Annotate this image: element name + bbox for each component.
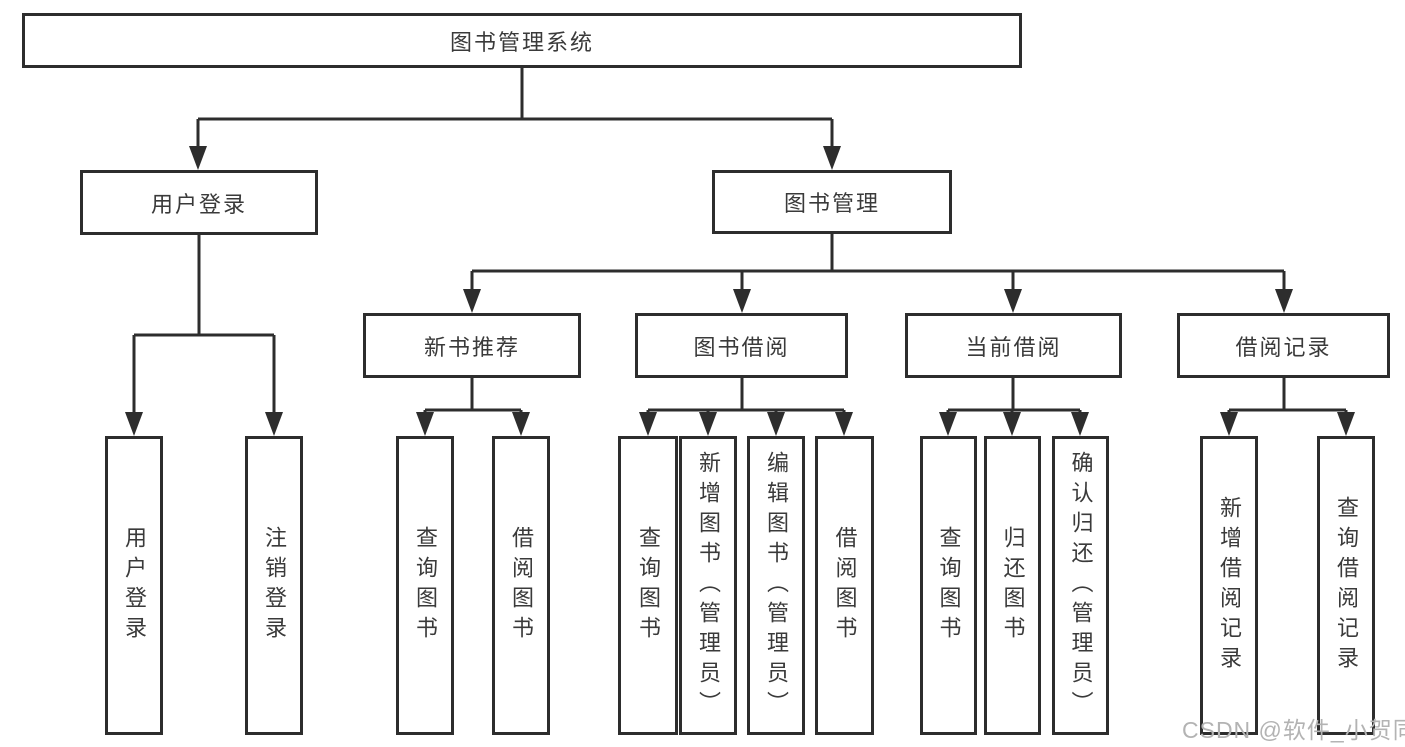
leaf-user-login: 用户登录	[105, 436, 163, 735]
node-label: 新书推荐	[423, 334, 520, 360]
leaf-edit-books-admin: 编辑图书（管理员）	[747, 436, 805, 735]
node-borrow-records: 借阅记录	[1177, 313, 1390, 378]
leaf-label: 借阅图书	[832, 525, 858, 646]
leaf-borrow-books: 借阅图书	[815, 436, 874, 735]
leaf-label: 借阅图书	[509, 525, 534, 646]
leaf-query-books: 查询图书	[396, 436, 454, 735]
node-label: 图书管理	[783, 191, 880, 216]
node-book-borrow: 图书借阅	[635, 313, 848, 378]
leaf-logout: 注销登录	[245, 436, 303, 735]
node-label: 图书借阅	[693, 334, 790, 360]
leaf-add-books-admin: 新增图书（管理员）	[679, 436, 737, 735]
leaf-borrow-books: 借阅图书	[492, 436, 550, 735]
leaf-label: 编辑图书（管理员）	[764, 450, 789, 721]
leaf-label: 查询图书	[413, 525, 438, 646]
node-current-borrow: 当前借阅	[905, 313, 1122, 378]
arrowheads	[125, 146, 1355, 436]
leaf-label: 新增图书（管理员）	[696, 450, 721, 721]
leaf-label: 用户登录	[122, 525, 147, 646]
leaf-label: 归还图书	[1000, 525, 1026, 646]
node-root-system: 图书管理系统	[22, 13, 1022, 68]
leaf-label: 新增借阅记录	[1217, 495, 1242, 676]
node-label: 借阅记录	[1235, 334, 1332, 360]
leaf-label: 查询图书	[636, 525, 661, 646]
node-book-management: 图书管理	[712, 170, 952, 234]
leaf-return-books: 归还图书	[984, 436, 1041, 735]
node-user-login: 用户登录	[80, 170, 318, 235]
leaf-query-books: 查询图书	[920, 436, 977, 735]
leaf-query-borrow-record: 查询借阅记录	[1317, 436, 1375, 735]
leaf-confirm-return-admin: 确认归还（管理员）	[1052, 436, 1109, 735]
csdn-watermark: CSDN @软件_小贺同学	[1182, 717, 1405, 743]
node-label: 用户登录	[150, 191, 247, 217]
leaf-label: 查询借阅记录	[1334, 495, 1359, 676]
leaf-label: 确认归还（管理员）	[1068, 450, 1094, 721]
leaf-add-borrow-record: 新增借阅记录	[1200, 436, 1258, 735]
leaf-label: 注销登录	[262, 525, 287, 646]
node-new-book-recommend: 新书推荐	[363, 313, 581, 378]
leaf-label: 查询图书	[936, 525, 962, 646]
leaf-query-books: 查询图书	[618, 436, 678, 735]
node-label: 当前借阅	[965, 334, 1062, 360]
node-label: 图书管理系统	[449, 29, 594, 55]
